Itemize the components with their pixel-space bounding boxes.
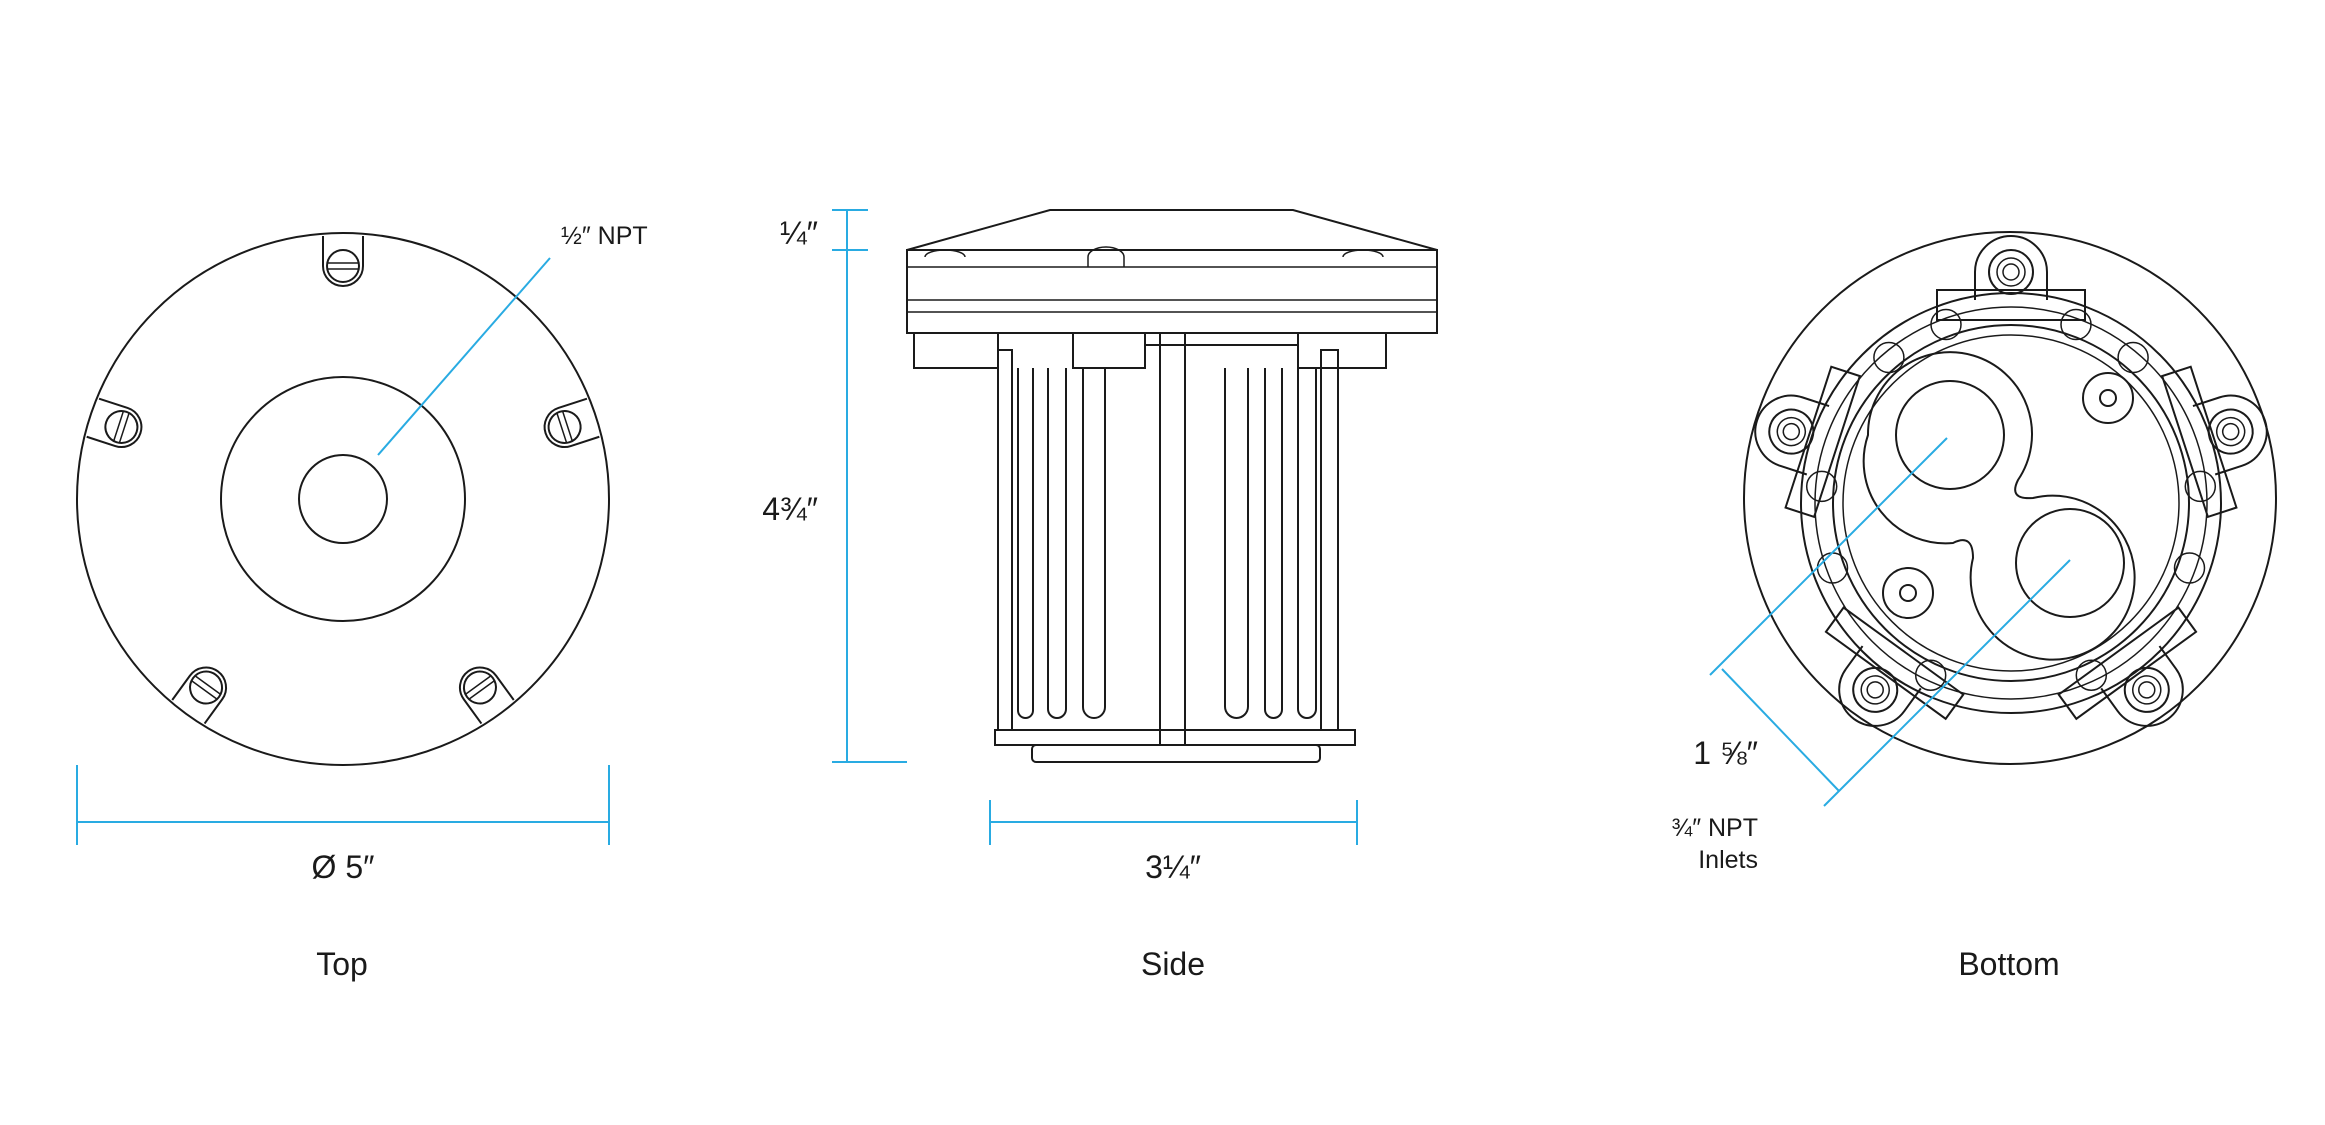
fin bbox=[1224, 368, 1249, 719]
top-inner-ring bbox=[220, 376, 466, 622]
width-label: 3¼″ bbox=[1145, 849, 1201, 885]
npt-callout-label: ½″ NPT bbox=[561, 222, 648, 250]
bottom-caption: Bottom bbox=[1958, 946, 2059, 982]
screw-icon bbox=[459, 666, 515, 725]
boss-icon bbox=[1805, 470, 1838, 503]
mounting-ear-icon bbox=[1754, 365, 1862, 519]
side-view: ¼″ 4¾″ 3¼″ Side bbox=[762, 209, 1438, 982]
top-center-port bbox=[298, 454, 388, 544]
boss-icon bbox=[2117, 341, 2149, 374]
mounting-ear-icon bbox=[2160, 365, 2268, 519]
fin bbox=[1297, 368, 1317, 719]
boss-icon bbox=[1914, 659, 1947, 691]
inlet-label-line2: Inlets bbox=[1698, 846, 1758, 874]
bottom-inner-face bbox=[1832, 324, 2190, 682]
fin bbox=[1047, 368, 1067, 719]
top-outer-rim bbox=[76, 232, 610, 766]
side-center-rib bbox=[1159, 332, 1186, 746]
body-height-label: 4¾″ bbox=[762, 491, 818, 527]
bottom-housing-ring bbox=[1800, 292, 2222, 714]
inlet-port-2 bbox=[2015, 508, 2125, 618]
width-dimension bbox=[989, 800, 1358, 845]
diameter-label: Ø 5″ bbox=[312, 849, 375, 885]
heat-sink-fins bbox=[997, 344, 1339, 731]
side-tab-left bbox=[913, 332, 999, 369]
fin bbox=[1264, 368, 1283, 719]
bottom-view: 1 ⅝″ ¾″ NPT Inlets Bottom bbox=[1671, 231, 2277, 982]
inlet-label-line1: ¾″ NPT bbox=[1671, 814, 1758, 842]
mounting-ear-icon bbox=[1824, 606, 1965, 727]
boss-icon bbox=[2184, 470, 2217, 503]
side-bottom-cap bbox=[1031, 744, 1321, 763]
top-height-label: ¼″ bbox=[780, 215, 818, 251]
inlet-port-1 bbox=[1895, 380, 2005, 490]
top-view: ½″ NPT Ø 5″ Top bbox=[76, 222, 648, 982]
fin bbox=[1320, 349, 1339, 731]
inlet-1-centerline bbox=[1709, 437, 1948, 676]
screw-icon bbox=[322, 236, 364, 287]
boss-icon bbox=[2075, 659, 2108, 691]
top-caption: Top bbox=[316, 946, 368, 982]
side-top-lens bbox=[906, 209, 1438, 251]
side-base bbox=[994, 729, 1356, 746]
side-caption: Side bbox=[1141, 946, 1205, 982]
bottom-outer-rim bbox=[1743, 231, 2277, 765]
diameter-dimension bbox=[76, 765, 610, 845]
inlet-2-centerline bbox=[1823, 559, 2071, 807]
screw-icon bbox=[543, 397, 600, 448]
fin bbox=[1082, 368, 1106, 719]
inlet-spacing-dimension bbox=[1721, 668, 1840, 792]
boss-icon bbox=[1873, 341, 1905, 374]
side-tab-mid bbox=[1072, 332, 1146, 369]
side-tab-right bbox=[1297, 332, 1387, 369]
screw-icon bbox=[86, 397, 143, 448]
screw-icon bbox=[171, 666, 227, 725]
npt-leader-line bbox=[377, 257, 551, 456]
inlet-spacing-label: 1 ⅝″ bbox=[1693, 735, 1758, 771]
side-flange bbox=[906, 249, 1438, 334]
mounting-ear-icon bbox=[2057, 606, 2198, 727]
fin bbox=[1017, 368, 1034, 719]
fin bbox=[997, 349, 1013, 731]
inlet-lobe-outline bbox=[1862, 351, 2136, 661]
height-dimension bbox=[832, 209, 907, 763]
